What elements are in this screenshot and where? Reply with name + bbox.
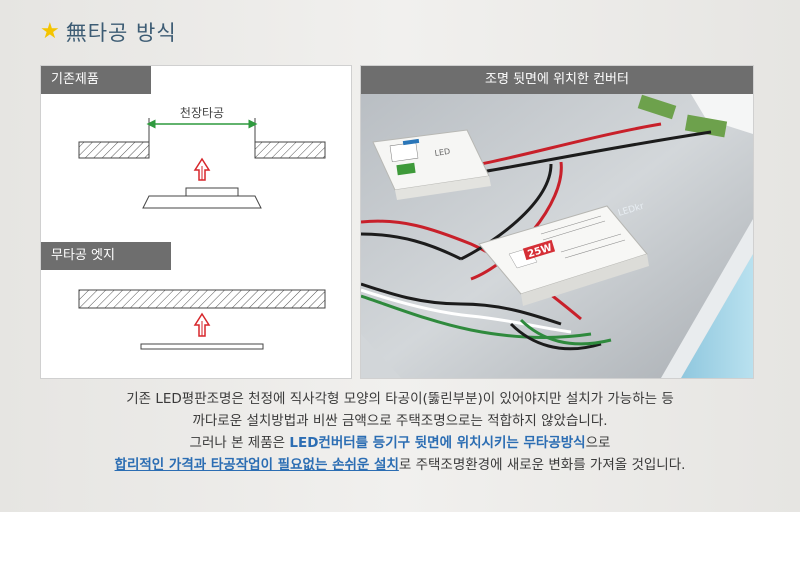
caption-highlight-method: LED컨버터를 등기구 뒷면에 위치시키는 무타공방식 <box>289 435 586 451</box>
tag-no-cutout-edge: 무타공 엣지 <box>41 242 171 270</box>
edge-panel-fixture <box>140 343 264 350</box>
tag-existing-product: 기존제품 <box>41 66 151 94</box>
small-converter: LED <box>372 129 491 200</box>
caption-line-4-end: 로 주택조명환경에 새로운 변화를 가져올 것입니다. <box>398 457 686 473</box>
converter-photo-box: 조명 뒷면에 위치한 컨버터 <box>360 65 754 379</box>
ceiling-right-section <box>254 141 326 159</box>
converter-photo: LED 25W LEDkr <box>361 94 753 378</box>
caption-line-1: 기존 LED평판조명은 천정에 직사각형 모양의 타공이(뚫린부분)이 있어야지… <box>126 391 674 407</box>
ceiling-full-section <box>78 289 326 309</box>
cutout-dimension-label: 천장타공 <box>180 105 224 120</box>
large-converter: 25W LEDkr <box>478 201 649 306</box>
section-title: 無타공 방식 <box>65 21 177 45</box>
caption-line-3-end: 으로 <box>585 435 611 451</box>
caption-line-4: 합리적인 가격과 타공작업이 필요없는 손쉬운 설치로 주택조명환경에 새로운 … <box>20 454 780 476</box>
content-panel: ★ 無타공 방식 천장타공 <box>0 0 800 512</box>
existing-fixture <box>142 187 262 209</box>
description-text: 기존 LED평판조명은 천정에 직사각형 모양의 타공이(뚫린부분)이 있어야지… <box>20 388 780 476</box>
section-heading: ★ 無타공 방식 <box>40 14 177 50</box>
caption-line-3-start: 그러나 본 제품은 <box>189 435 290 451</box>
caption-highlight-benefit: 합리적인 가격과 타공작업이 필요없는 손쉬운 설치 <box>114 457 399 473</box>
comparison-diagram-box: 천장타공 기존제품 무타공 엣지 <box>40 65 352 379</box>
up-arrow-icon <box>193 157 211 181</box>
caption-line-3: 그러나 본 제품은 LED컨버터를 등기구 뒷면에 위치시키는 무타공방식으로 <box>20 432 780 454</box>
tag-converter-location: 조명 뒷면에 위치한 컨버터 <box>361 66 753 94</box>
small-converter-label: LED <box>434 147 451 158</box>
ceiling-left-section <box>78 141 150 159</box>
up-arrow-icon <box>193 312 211 337</box>
installation-diagram: 천장타공 <box>78 105 326 350</box>
caption-line-2: 까다로운 설치방법과 비싼 금액으로 주택조명으로는 적합하지 않았습니다. <box>192 413 608 429</box>
star-icon: ★ <box>40 19 60 44</box>
